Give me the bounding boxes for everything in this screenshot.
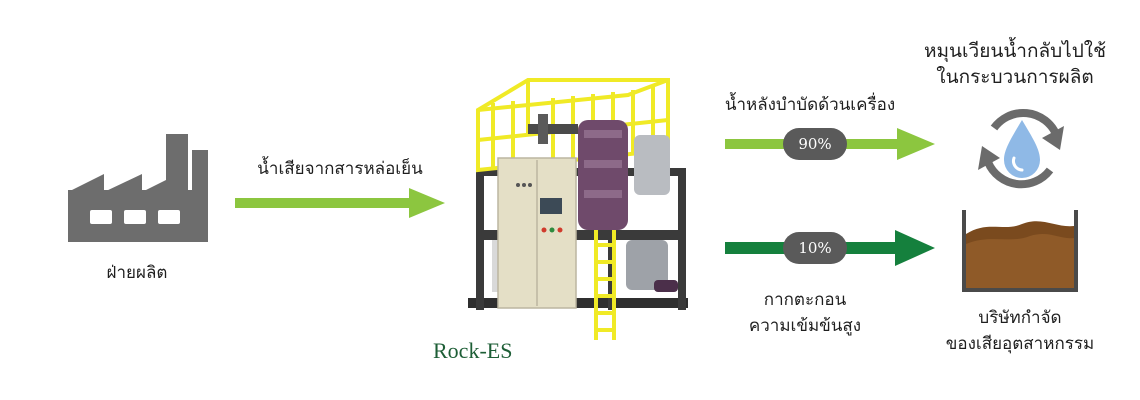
upper-percent-badge: 90% [783,128,847,160]
upper-flow-label: น้ำหลังบำบัดด้วนเครื่อง [724,95,896,115]
lower-dest-label-line2: ของเสียอุตสาหกรรม [945,334,1095,354]
treatment-machine-illustration [468,78,688,340]
machine-label: Rock-ES [433,338,513,363]
lower-dest-label-line1: บริษัทกำจัด [978,308,1062,328]
sludge-container-icon [962,210,1078,292]
lower-flow-label-line1: กากตะกอน [763,290,847,310]
source-label: ฝ่ายผลิต [106,263,168,283]
lower-flow-label-line2: ความเข้มข้นสูง [748,316,862,336]
input-arrow [235,188,445,218]
input-flow-label: น้ำเสียจากสารหล่อเย็น [257,159,423,179]
upper-dest-label-line1: หมุนเวียนน้ำกลับไปใช้ [924,40,1106,62]
lower-percent-badge: 10% [783,232,847,264]
water-recycle-icon [978,108,1064,189]
factory-icon [68,134,208,242]
upper-dest-label-line2: ในกระบวนการผลิต [936,66,1094,88]
